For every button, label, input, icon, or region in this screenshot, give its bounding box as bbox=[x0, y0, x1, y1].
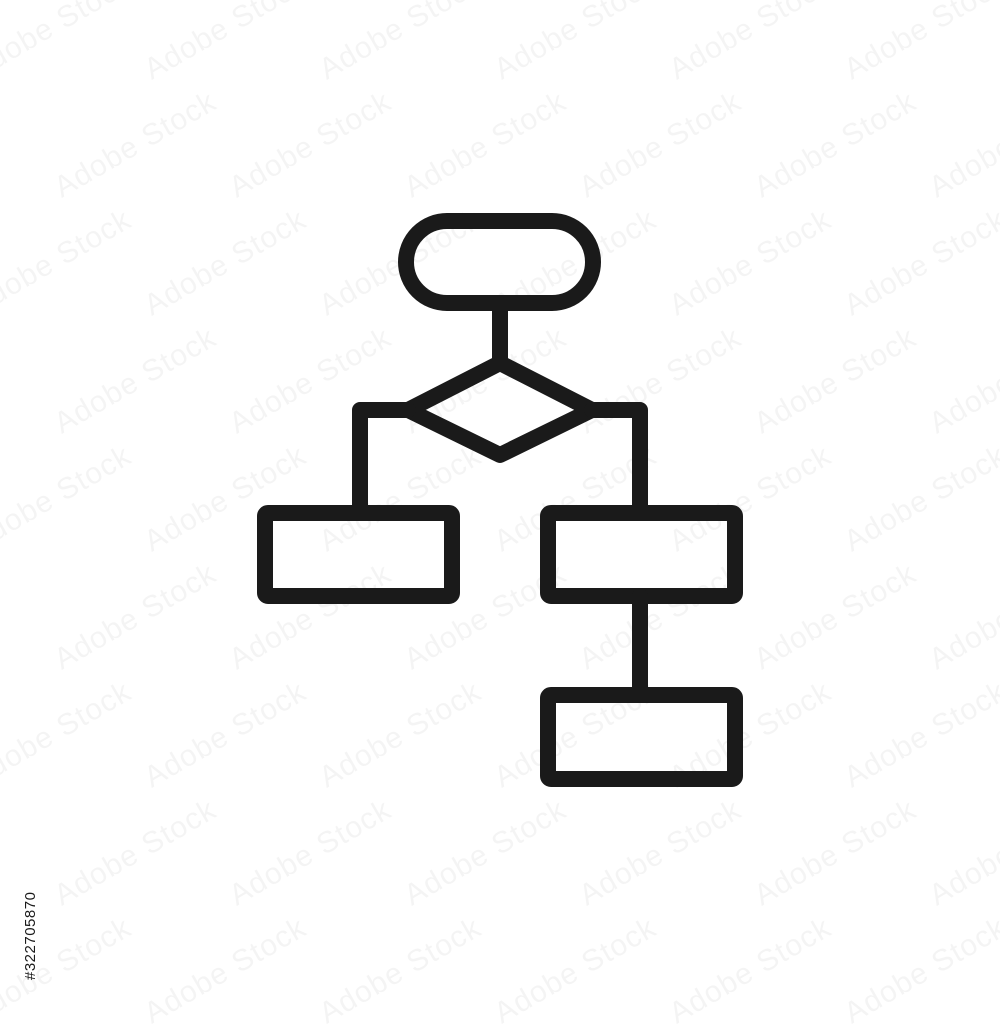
connector-left-branch bbox=[352, 402, 416, 521]
process-box-bottom bbox=[540, 687, 743, 787]
flowchart-strokes bbox=[257, 213, 743, 787]
flowchart-icon bbox=[257, 213, 743, 787]
decision-diamond bbox=[400, 355, 600, 463]
terminator-shape bbox=[398, 213, 601, 311]
connector-right-branch bbox=[584, 402, 648, 521]
process-box-left bbox=[257, 505, 460, 604]
stock-id-label: #322705870 bbox=[22, 891, 39, 980]
process-box-right bbox=[540, 505, 743, 604]
